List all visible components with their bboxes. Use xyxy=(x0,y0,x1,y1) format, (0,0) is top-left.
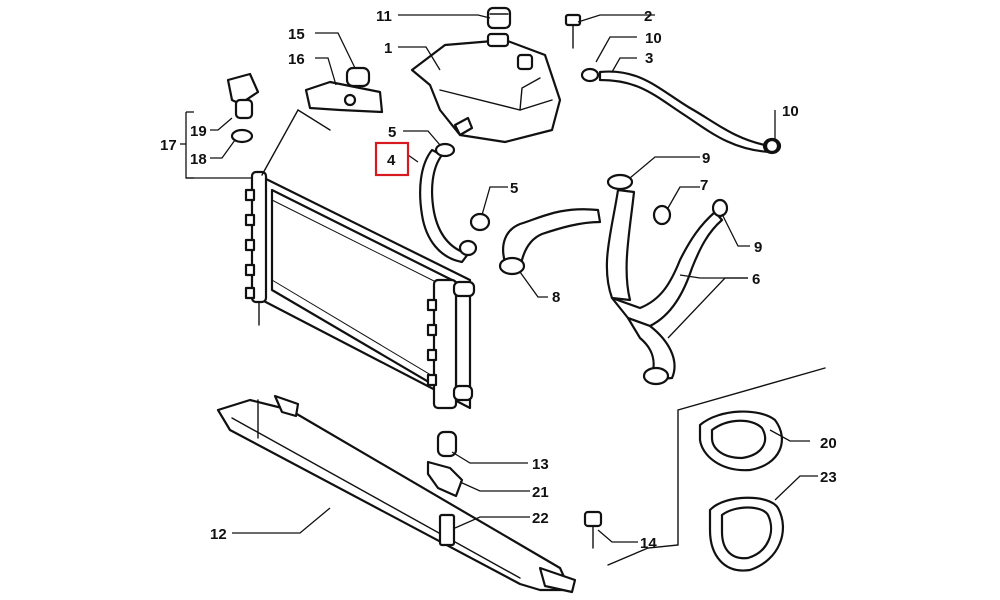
inset-frame xyxy=(607,367,826,566)
callout-7[interactable]: 7 xyxy=(700,177,708,194)
clamp-7[interactable] xyxy=(652,204,672,226)
hose-8[interactable] xyxy=(498,208,602,276)
expansion-tank[interactable] xyxy=(410,32,562,144)
leader-lines xyxy=(180,14,818,543)
callout-20[interactable]: 20 xyxy=(820,435,837,452)
hose-3[interactable] xyxy=(580,67,782,155)
callout-21[interactable]: 21 xyxy=(532,484,549,501)
expansion-tank-cap[interactable] xyxy=(486,6,512,30)
callout-4[interactable]: 4 xyxy=(387,152,396,169)
callout-6[interactable]: 6 xyxy=(752,271,760,288)
hose-clip-23[interactable] xyxy=(708,496,785,572)
rubber-mount-15[interactable] xyxy=(345,66,371,88)
callout-11[interactable]: 11 xyxy=(376,8,392,25)
lower-cross-member[interactable] xyxy=(216,394,577,594)
hose-4[interactable] xyxy=(419,142,478,264)
clamp-9-upper[interactable] xyxy=(606,173,634,191)
callout-5-upper[interactable]: 5 xyxy=(388,124,396,141)
screw-2[interactable] xyxy=(564,13,582,49)
clamp-10-right[interactable] xyxy=(764,138,780,154)
callout-3[interactable]: 3 xyxy=(645,50,653,67)
callout-8[interactable]: 8 xyxy=(552,289,560,306)
callout-10-top[interactable]: 10 xyxy=(645,30,662,47)
callout-9-upper[interactable]: 9 xyxy=(702,150,710,167)
callout-17[interactable]: 17 xyxy=(160,137,177,154)
callout-12[interactable]: 12 xyxy=(210,526,227,543)
hose-6[interactable] xyxy=(605,188,724,386)
clamp-9-lower[interactable] xyxy=(711,198,729,218)
rubber-mount-13[interactable] xyxy=(436,430,458,458)
callout-2[interactable]: 2 xyxy=(644,8,652,25)
highlight-box-part-4 xyxy=(374,141,410,177)
callout-10-right[interactable]: 10 xyxy=(782,103,799,120)
callout-13[interactable]: 13 xyxy=(532,456,549,473)
bolt-22[interactable] xyxy=(438,513,456,547)
callout-labels: 1 11 2 10 3 10 15 16 19 17 18 5 4 5 8 9 … xyxy=(160,8,837,552)
bolt-14[interactable] xyxy=(583,510,603,549)
callout-14[interactable]: 14 xyxy=(640,535,657,552)
callout-5-lower[interactable]: 5 xyxy=(510,180,518,197)
radiator[interactable] xyxy=(244,109,476,410)
mounting-pin-19[interactable] xyxy=(226,72,260,120)
callout-15[interactable]: 15 xyxy=(288,26,305,43)
callout-9-lower[interactable]: 9 xyxy=(754,239,762,256)
sensor-21[interactable] xyxy=(426,460,464,498)
callout-23[interactable]: 23 xyxy=(820,469,837,486)
callout-19[interactable]: 19 xyxy=(190,123,207,140)
callout-1[interactable]: 1 xyxy=(384,40,392,57)
callout-16[interactable]: 16 xyxy=(288,51,305,68)
callout-22[interactable]: 22 xyxy=(532,510,549,527)
callout-18[interactable]: 18 xyxy=(190,151,207,168)
hose-clip-20[interactable] xyxy=(698,410,783,472)
clamp-5[interactable] xyxy=(469,212,491,232)
washer-18[interactable] xyxy=(230,128,254,144)
bracket-16[interactable] xyxy=(304,80,384,114)
